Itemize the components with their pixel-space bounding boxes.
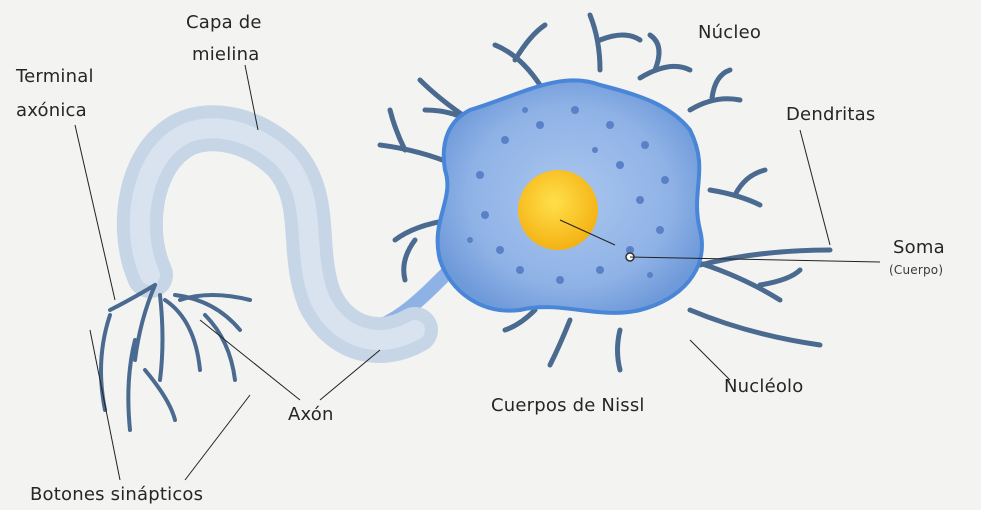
label-nucleo: Núcleo bbox=[698, 22, 761, 44]
label-capa-mielina-2: mielina bbox=[192, 44, 259, 66]
label-soma-sub: (Cuerpo) bbox=[889, 263, 943, 277]
label-nucleolo: Nucléolo bbox=[724, 376, 803, 398]
label-terminal-axonica-1: Terminal bbox=[16, 66, 94, 88]
label-soma: Soma bbox=[893, 237, 945, 259]
label-terminal-axonica-2: axónica bbox=[16, 100, 87, 122]
label-axon: Axón bbox=[288, 404, 334, 426]
axon-terminals bbox=[101, 285, 250, 430]
label-capa-mielina-1: Capa de bbox=[186, 12, 262, 34]
label-cuerpos-nissl: Cuerpos de Nissl bbox=[491, 395, 645, 417]
label-botones-sinapticos: Botones sinápticos bbox=[30, 484, 203, 506]
label-dendritas: Dendritas bbox=[786, 104, 875, 126]
nucleus bbox=[518, 170, 598, 250]
